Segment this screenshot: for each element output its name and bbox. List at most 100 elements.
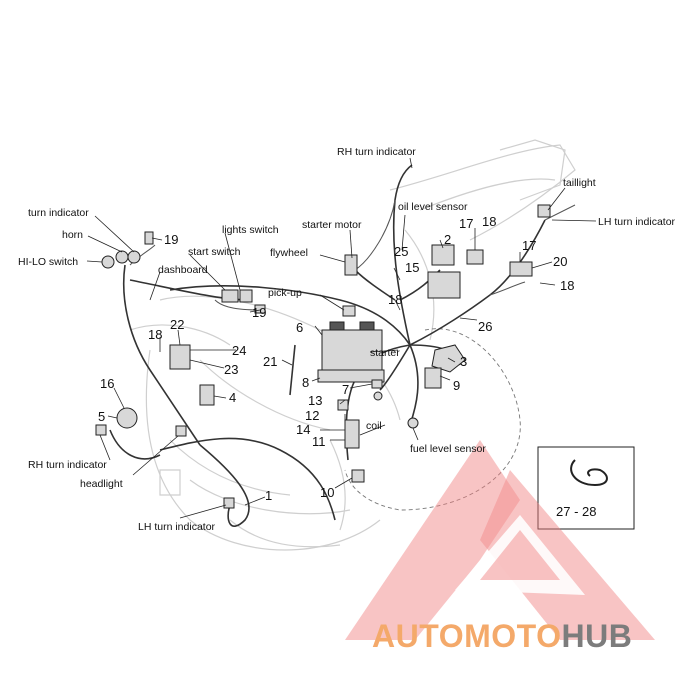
part-number-16: 16 — [100, 376, 114, 391]
starter-motor-connector — [344, 254, 358, 276]
label-lh-turn-indicator-right: LH turn indicator — [598, 216, 676, 228]
part-number-21: 21 — [263, 354, 277, 369]
label-flywheel: flywheel — [270, 247, 308, 259]
fuse-13 — [337, 399, 349, 411]
hi-lo-switch — [101, 255, 115, 269]
part-number-7: 7 — [342, 382, 349, 397]
headlight-connector — [175, 425, 187, 437]
coil-connector — [373, 391, 383, 401]
turn-indicator-switch — [127, 250, 141, 264]
label-dashboard: dashboard — [158, 264, 208, 276]
part-number-labels: 1 2 3 4 5 6 7 8 9 10 11 12 13 14 15 16 1… — [98, 214, 574, 503]
spark-plug-cap — [351, 469, 365, 483]
part-number-3: 3 — [460, 354, 467, 369]
flasher-18 — [466, 249, 484, 265]
part-number-17-right: 17 — [522, 238, 536, 253]
taillight-socket — [537, 204, 551, 218]
part-number-17-top: 17 — [459, 216, 473, 231]
relay-15 — [431, 244, 455, 266]
label-horn: horn — [62, 229, 83, 241]
battery-terminal-neg — [359, 321, 375, 331]
part-number-13: 13 — [308, 393, 322, 408]
part-number-2: 2 — [444, 232, 451, 247]
rh-front-indicator — [95, 424, 107, 436]
pick-up — [342, 305, 356, 317]
part-number-14: 14 — [296, 422, 310, 437]
watermark-text: AUTOMOTOHUB — [372, 618, 632, 655]
label-fuel-level-sensor: fuel level sensor — [410, 443, 486, 455]
part-number-8: 8 — [302, 375, 309, 390]
callout-labels: RH turn indicator taillight LH turn indi… — [18, 146, 676, 533]
label-turn-indicator: turn indicator — [28, 207, 89, 219]
part-number-19-top: 19 — [164, 232, 178, 247]
horn — [116, 407, 138, 429]
bulb-19 — [144, 231, 154, 245]
label-hi-lo-switch: HI-LO switch — [18, 256, 78, 268]
label-start-switch: start switch — [188, 246, 241, 258]
fuel-tank-outline — [344, 328, 521, 511]
connector-7 — [371, 379, 383, 389]
label-headlight: headlight — [80, 478, 123, 490]
watermark-hub: HUB — [561, 618, 633, 654]
horn-button — [115, 250, 129, 264]
label-rh-turn-indicator-top: RH turn indicator — [337, 146, 416, 158]
part-number-18-center: 18 — [388, 292, 402, 307]
part-number-10: 10 — [320, 485, 334, 500]
inset-27-28: 27 - 28 — [537, 446, 635, 530]
fuel-level-sensor — [407, 417, 419, 429]
part-number-5: 5 — [98, 409, 105, 424]
part-number-4: 4 — [229, 390, 236, 405]
part-number-9: 9 — [453, 378, 460, 393]
battery-tray — [317, 369, 385, 383]
regulator — [427, 271, 461, 299]
label-lights-switch: lights switch — [222, 224, 279, 236]
part-number-1: 1 — [265, 488, 272, 503]
watermark-triangle-core — [480, 530, 560, 580]
label-taillight: taillight — [563, 177, 596, 189]
part-number-22: 22 — [170, 317, 184, 332]
coil-body — [344, 419, 360, 449]
connector-9 — [424, 367, 442, 389]
part-number-27-28: 27 - 28 — [556, 504, 596, 519]
part-number-19-middle: 19 — [252, 305, 266, 320]
part-number-20: 20 — [553, 254, 567, 269]
lh-front-indicator — [223, 497, 235, 509]
label-starter-motor: starter motor — [302, 219, 362, 231]
inset-frame — [537, 446, 635, 530]
part-number-12: 12 — [305, 408, 319, 423]
label-starter: starter — [370, 347, 400, 359]
part-number-24: 24 — [232, 343, 246, 358]
ignition-22 — [169, 344, 191, 370]
part-number-23: 23 — [224, 362, 238, 377]
bulb-19-b — [254, 304, 266, 314]
cable-tie-icon — [570, 459, 608, 487]
label-pick-up: pick-up — [268, 287, 302, 299]
battery — [321, 329, 383, 371]
relay-20 — [509, 261, 533, 277]
tube-21 — [289, 344, 296, 396]
part-number-6: 6 — [296, 320, 303, 335]
label-lh-turn-indicator-bottom: LH turn indicator — [138, 521, 216, 533]
relay-4 — [199, 384, 215, 406]
start-switch — [221, 289, 239, 303]
watermark-triangle-right — [480, 470, 655, 640]
lights-switch — [239, 289, 253, 303]
watermark-triangle-left — [345, 440, 520, 640]
label-oil-level-sensor: oil level sensor — [398, 201, 468, 213]
label-coil: coil — [366, 420, 382, 432]
battery-terminal-pos — [329, 321, 345, 331]
part-number-25: 25 — [394, 244, 408, 259]
part-number-18-top: 18 — [482, 214, 496, 229]
part-number-11: 11 — [312, 434, 326, 449]
watermark-logo — [345, 440, 655, 640]
label-rh-turn-indicator-left: RH turn indicator — [28, 459, 107, 471]
leader-lines — [86, 157, 597, 519]
part-number-15: 15 — [405, 260, 419, 275]
part-number-26: 26 — [478, 319, 492, 334]
part-number-18-right: 18 — [560, 278, 574, 293]
watermark-triangle-inner — [455, 515, 585, 595]
watermark-moto: MOTO — [464, 618, 562, 654]
part-number-18-left: 18 — [148, 327, 162, 342]
